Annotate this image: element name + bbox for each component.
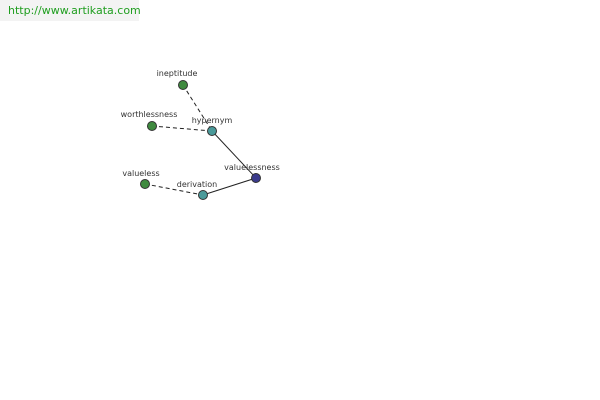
node-worthlessness[interactable]: worthlessness <box>121 110 178 131</box>
node-ineptitude[interactable]: ineptitude <box>157 69 198 90</box>
edge-valueless-derivation <box>144 183 204 196</box>
node-label-valuelessness: valuelessness <box>224 163 280 172</box>
node-label-ineptitude: ineptitude <box>157 69 198 78</box>
node-label-valueless: valueless <box>122 169 159 178</box>
node-label-worthlessness: worthlessness <box>121 110 178 119</box>
node-hypernym[interactable]: hypernym <box>192 116 233 136</box>
node-dot-valuelessness[interactable] <box>251 173 261 183</box>
node-valuelessness[interactable]: valuelessness <box>224 163 280 183</box>
node-valueless[interactable]: valueless <box>122 169 160 189</box>
site-url-link[interactable]: http://www.artikata.com <box>8 4 141 17</box>
node-derivation[interactable]: derivation <box>177 180 217 200</box>
edge-derivation-valuelessness <box>202 177 257 196</box>
node-dot-derivation[interactable] <box>198 190 208 200</box>
edge-ineptitude-hypernym <box>182 84 213 132</box>
node-label-hypernym: hypernym <box>192 116 233 125</box>
edge-worthlessness-hypernym <box>151 125 213 132</box>
node-label-derivation: derivation <box>177 180 217 189</box>
edge-hypernym-valuelessness <box>211 130 257 179</box>
url-banner: http://www.artikata.com <box>0 0 141 21</box>
node-dot-valueless[interactable] <box>140 179 150 189</box>
node-dot-worthlessness[interactable] <box>147 121 157 131</box>
nodes-layer: ineptitude worthlessness hypernym valueless… <box>121 69 280 200</box>
node-dot-ineptitude[interactable] <box>178 80 188 90</box>
node-dot-hypernym[interactable] <box>207 126 217 136</box>
edges-layer <box>144 84 257 196</box>
